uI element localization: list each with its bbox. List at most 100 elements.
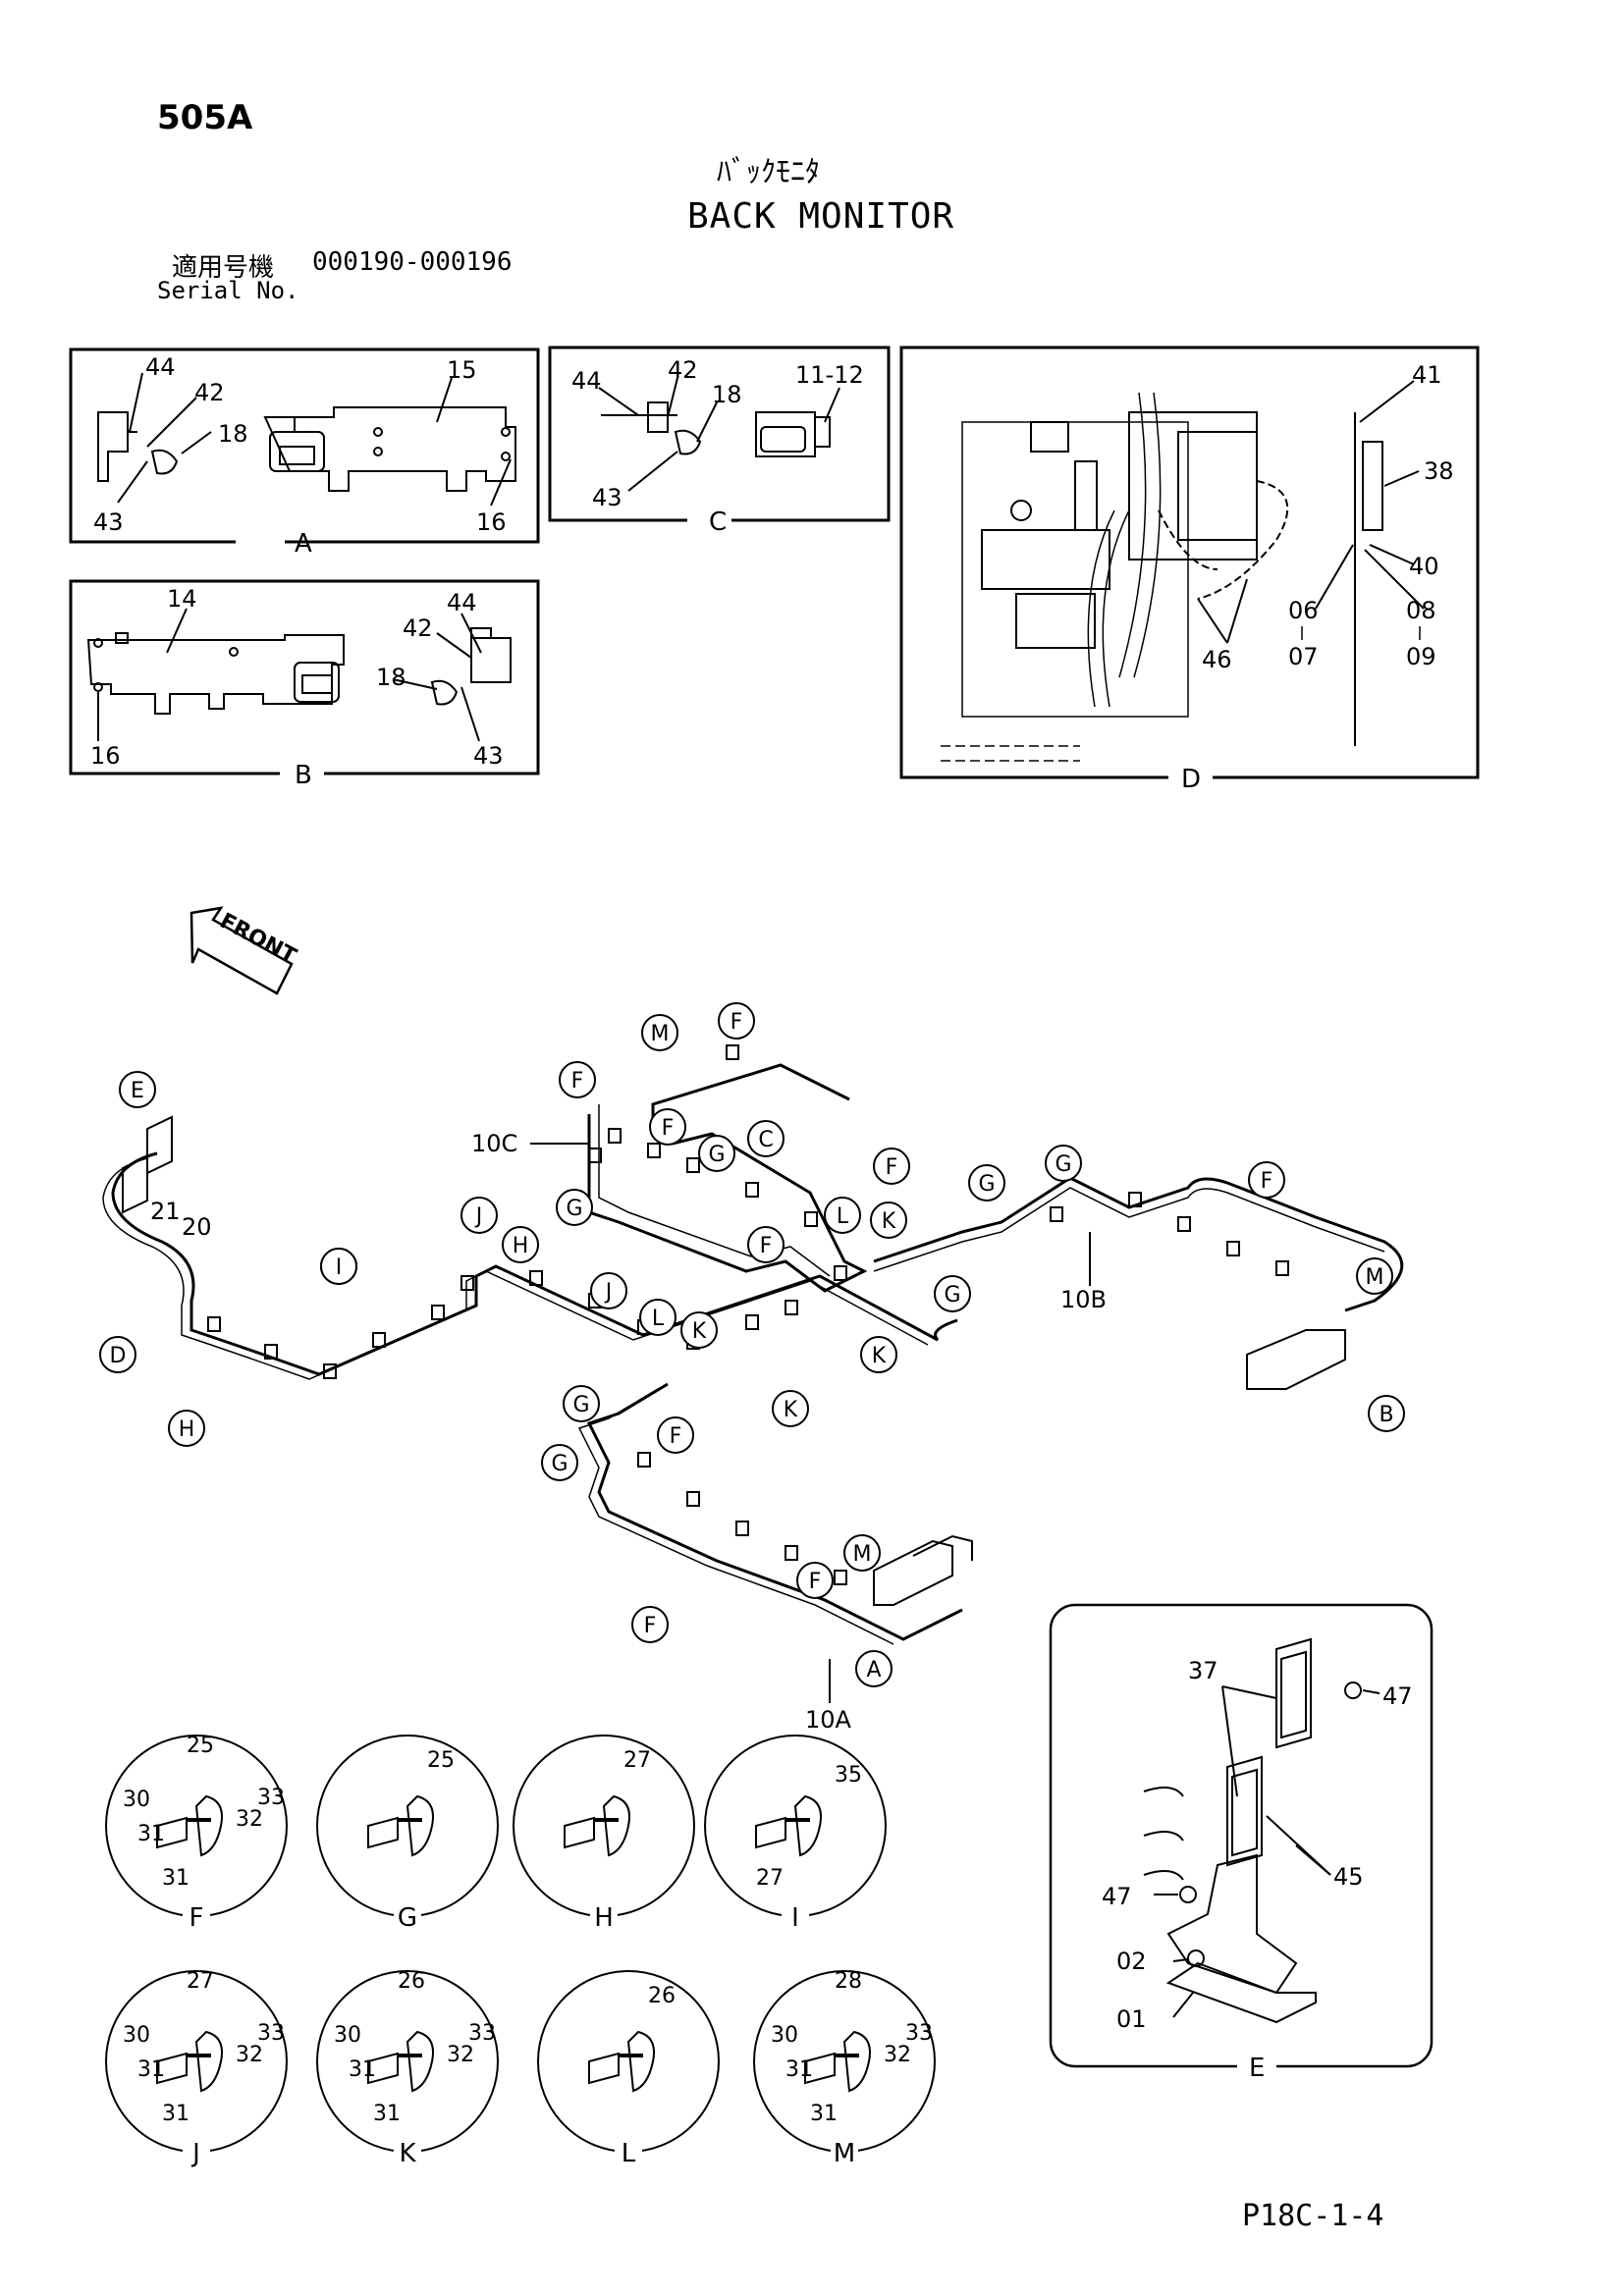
detail-f-callout-31: 31 (137, 1822, 165, 1846)
view-d-callout-46: 46 (1202, 646, 1232, 673)
detail-f-callout-31: 31 (162, 1866, 189, 1891)
harness-callout-l: L (639, 1299, 677, 1336)
svg-text:K: K (784, 1398, 798, 1422)
svg-text:G: G (551, 1452, 568, 1476)
detail-k-callout-26: 26 (398, 1969, 425, 1994)
svg-text:F: F (760, 1234, 773, 1258)
detail-f-callout-32: 32 (236, 1807, 263, 1832)
view-d: 41 38 40 46 06 07 08 09 D (899, 346, 1480, 794)
view-d-callout-40: 40 (1409, 553, 1439, 580)
detail-h-label: H (594, 1903, 614, 1933)
svg-text:F: F (731, 1010, 743, 1035)
view-a-callout-15: 15 (447, 356, 477, 384)
detail-l-callout-26: 26 (648, 1984, 676, 2008)
view-a: 44 42 18 43 15 16 A (69, 347, 540, 559)
detail-f-label: F (189, 1903, 204, 1933)
detail-l-label: L (622, 2139, 636, 2168)
view-c-callout-43: 43 (592, 484, 623, 511)
detail-m-callout-32: 32 (884, 2043, 911, 2067)
svg-text:F: F (886, 1155, 898, 1180)
harness-callout-i: I (320, 1248, 357, 1285)
svg-text:B: B (1379, 1403, 1393, 1427)
detail-k-callout-32: 32 (447, 2043, 474, 2067)
view-b-callout-14: 14 (167, 585, 197, 613)
view-b-callout-44: 44 (447, 589, 477, 616)
detail-e-callout-01: 01 (1116, 2005, 1147, 2033)
svg-text:D: D (110, 1344, 127, 1368)
harness-callout-f: F (796, 1562, 834, 1599)
cable-20: 20 (182, 1213, 212, 1241)
harness-callout-c: C (747, 1120, 785, 1157)
cable-10c: 10C (471, 1130, 517, 1157)
detail-e-callout-37: 37 (1188, 1657, 1218, 1684)
harness-callout-j: J (460, 1197, 498, 1234)
harness-callout-f: F (657, 1416, 694, 1454)
svg-text:G: G (1055, 1152, 1071, 1177)
view-b-label: B (295, 761, 312, 790)
detail-j-callout-31: 31 (137, 2057, 165, 2082)
svg-text:J: J (474, 1204, 483, 1229)
view-d-callout-38: 38 (1424, 457, 1454, 485)
title-japanese: ﾊﾞｯｸﾓﾆﾀ (717, 155, 820, 189)
harness-callout-l: L (824, 1197, 861, 1234)
svg-text:H: H (179, 1417, 195, 1442)
svg-text:E: E (131, 1079, 144, 1103)
view-a-callout-42: 42 (194, 379, 225, 406)
svg-text:F: F (1261, 1169, 1273, 1194)
svg-text:I: I (336, 1255, 343, 1280)
harness-callout-f: F (747, 1226, 785, 1263)
harness-callout-f: F (631, 1606, 669, 1643)
svg-text:K: K (882, 1209, 896, 1234)
view-d-callout-06: 06 (1288, 597, 1319, 624)
svg-text:C: C (758, 1128, 773, 1152)
view-d-callout-41: 41 (1412, 361, 1442, 389)
detail-i-callout-27: 27 (756, 1866, 784, 1891)
harness-callout-f: F (649, 1108, 686, 1146)
svg-text:L: L (837, 1204, 849, 1229)
detail-m-label: M (834, 2139, 855, 2168)
view-a-callout-18: 18 (218, 420, 248, 448)
svg-text:F: F (644, 1614, 657, 1638)
view-b-callout-16: 16 (90, 742, 121, 770)
harness-callout-f: F (559, 1061, 596, 1098)
harness-callout-k: K (680, 1311, 718, 1349)
svg-text:K: K (692, 1319, 707, 1344)
harness-callout-f: F (873, 1148, 910, 1185)
detail-k-callout-30: 30 (334, 2023, 361, 2048)
serial-label-english: Serial No. (157, 277, 299, 304)
detail-f-callout-25: 25 (187, 1734, 214, 1758)
harness-callout-a: A (855, 1650, 893, 1687)
harness-callout-d: D (99, 1336, 136, 1373)
svg-text:G: G (708, 1143, 725, 1167)
detail-m-callout-30: 30 (771, 2023, 798, 2048)
harness-callout-h: H (502, 1226, 539, 1263)
detail-e-callout-02: 02 (1116, 1948, 1147, 1975)
front-arrow: FRONT (189, 906, 300, 995)
svg-text:G: G (572, 1393, 589, 1417)
harness-callout-g: G (968, 1164, 1005, 1201)
view-a-label: A (295, 529, 312, 559)
harness-callout-j: J (590, 1272, 627, 1309)
svg-text:F: F (670, 1424, 682, 1449)
cable-10a: 10A (805, 1706, 852, 1734)
view-a-callout-43: 43 (93, 508, 124, 536)
svg-text:G: G (566, 1197, 582, 1221)
detail-e-callout-47-top: 47 (1382, 1682, 1413, 1710)
svg-text:F: F (809, 1570, 822, 1594)
harness-callout-g: G (934, 1275, 971, 1312)
detail-j-callout-27: 27 (187, 1969, 214, 1994)
serial-label-japanese: 適用号機 (172, 253, 275, 283)
svg-text:J: J (604, 1280, 613, 1305)
detail-e: 37 47 45 47 02 01 E (1049, 1603, 1434, 2083)
svg-text:M: M (1366, 1265, 1384, 1290)
view-c-callout-11-12: 11-12 (795, 361, 864, 389)
title-english: BACK MONITOR (687, 196, 955, 237)
detail-m-callout-31: 31 (785, 2057, 813, 2082)
harness-callout-g: G (541, 1444, 578, 1481)
view-c-label: C (709, 507, 727, 537)
harness-callout-g: G (563, 1385, 600, 1422)
